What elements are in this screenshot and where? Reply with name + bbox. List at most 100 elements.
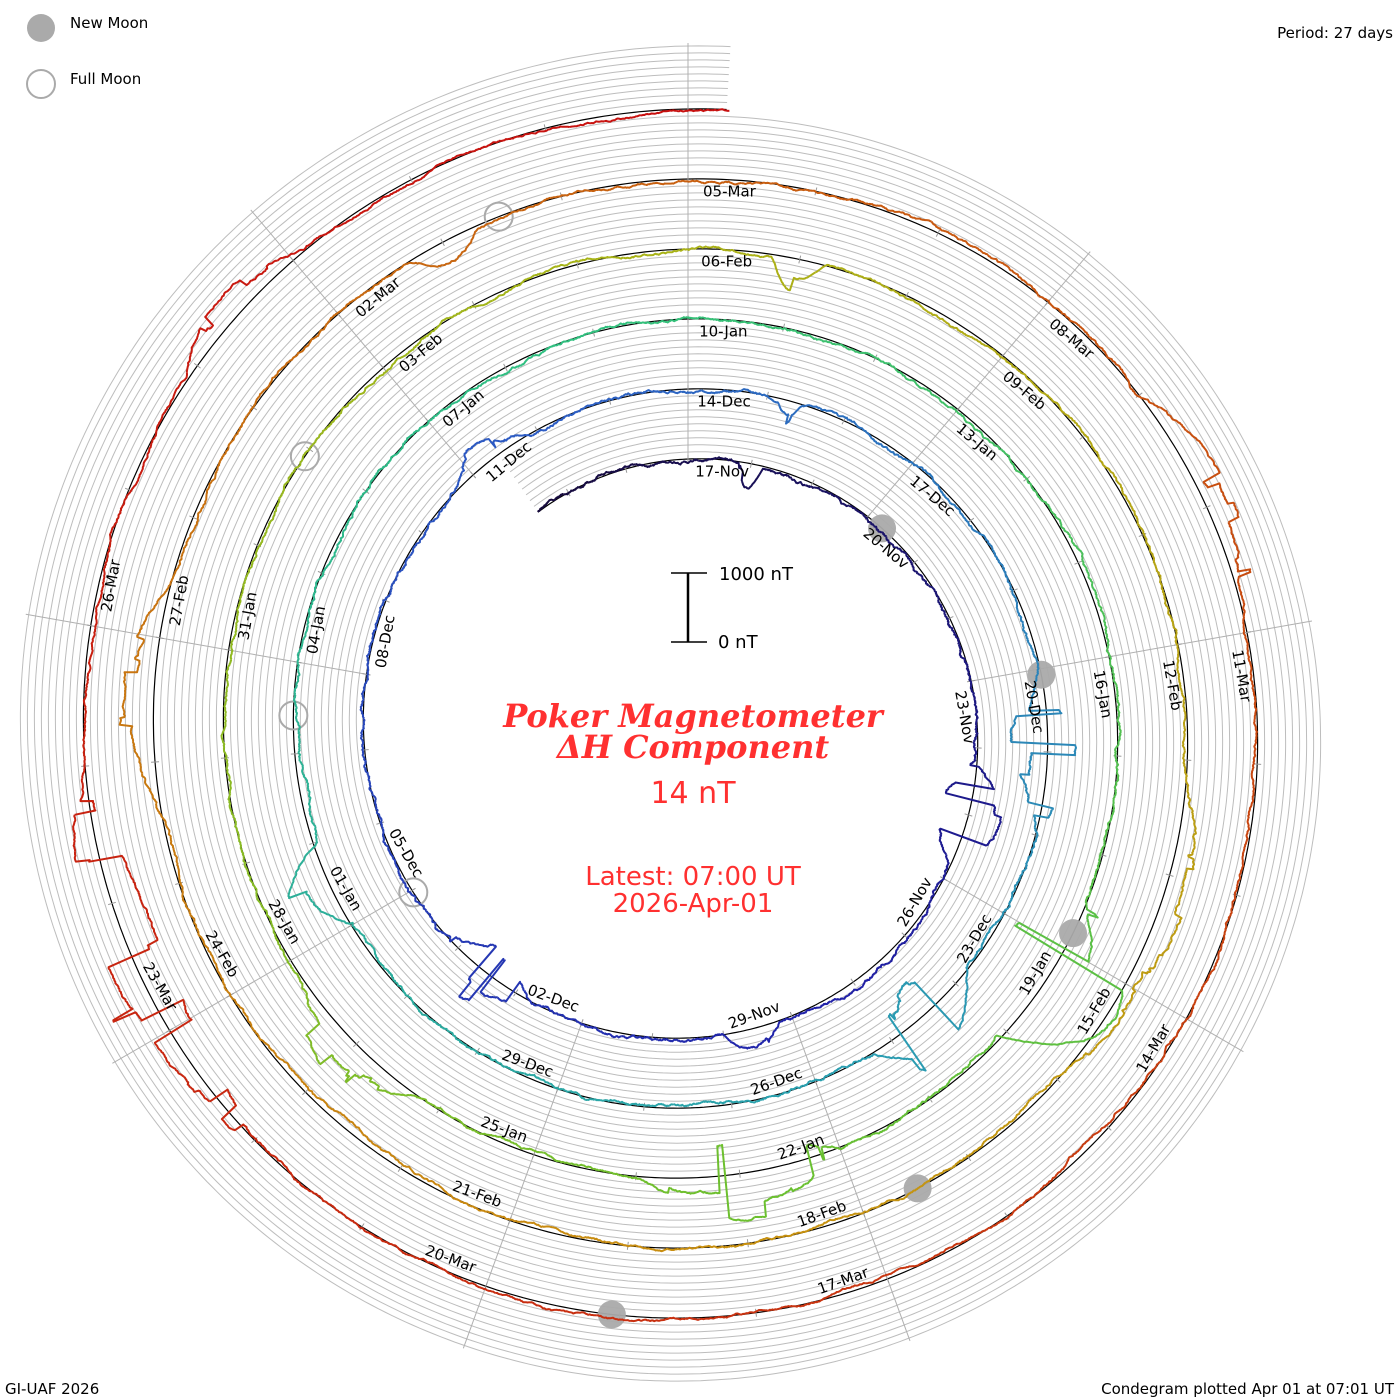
- data-trace-segment: [968, 675, 974, 693]
- data-trace-segment: [427, 1017, 448, 1031]
- data-trace-segment: [458, 944, 505, 1002]
- data-trace-segment: [305, 992, 318, 1019]
- data-trace-segment: [1024, 783, 1054, 811]
- data-trace-segment: [1138, 525, 1152, 553]
- data-trace-segment: [414, 895, 428, 912]
- data-trace-segment: [1088, 1117, 1115, 1141]
- data-trace-segment: [699, 1314, 734, 1321]
- full-moon-marker: [483, 201, 514, 232]
- data-trace-segment: [225, 659, 233, 687]
- data-trace-segment: [496, 980, 525, 1003]
- data-trace-segment: [963, 516, 979, 534]
- data-trace-segment: [993, 817, 1002, 837]
- data-trace-segment: [821, 1143, 849, 1150]
- data-trace-segment: [698, 457, 716, 463]
- data-trace-segment: [1073, 1028, 1106, 1043]
- data-trace-segment: [360, 718, 366, 738]
- day-tick: [155, 636, 164, 640]
- data-trace-segment: [820, 489, 837, 498]
- footer-plotted-time: Condegram plotted Apr 01 at 07:01 UT: [1101, 1380, 1395, 1398]
- data-trace-segment: [585, 325, 609, 336]
- data-trace-segment: [536, 1004, 555, 1014]
- data-trace-segment: [109, 500, 126, 534]
- data-trace-segment: [1159, 406, 1187, 432]
- data-trace-segment: [299, 760, 309, 784]
- day-tick: [193, 362, 201, 369]
- data-trace-segment: [284, 343, 310, 367]
- data-trace-segment: [805, 484, 822, 491]
- data-trace-segment: [1220, 488, 1240, 524]
- data-trace-segment: [783, 271, 817, 292]
- data-trace-segment: [167, 832, 179, 864]
- data-trace-segment: [993, 350, 1018, 370]
- data-trace-segment: [1064, 314, 1091, 338]
- day-tick: [634, 1172, 637, 1181]
- data-trace-segment: [576, 480, 593, 489]
- data-trace-segment: [1005, 452, 1022, 474]
- data-trace-segment: [491, 285, 517, 302]
- data-trace-segment: [1050, 510, 1067, 533]
- date-spoke: [112, 887, 416, 1064]
- data-trace-segment: [528, 1301, 563, 1312]
- data-trace-segment: [618, 1174, 645, 1182]
- data-trace-segment: [359, 698, 365, 719]
- data-trace-segment: [1028, 642, 1039, 663]
- data-trace-segment: [1227, 522, 1240, 555]
- data-trace-segment: [248, 259, 278, 284]
- data-trace-segment: [1236, 851, 1245, 884]
- data-trace-segment: [716, 1099, 739, 1105]
- data-trace-segment: [1065, 530, 1083, 553]
- date-label: 22-Jan: [775, 1130, 827, 1163]
- data-trace-segment: [276, 243, 312, 262]
- data-trace-segment: [291, 852, 310, 885]
- data-trace-segment: [679, 316, 705, 320]
- data-trace-segment: [1113, 772, 1120, 799]
- data-trace-segment: [406, 261, 443, 268]
- day-tick: [643, 1102, 646, 1111]
- data-trace-segment: [873, 525, 888, 538]
- data-trace-segment: [1019, 763, 1032, 785]
- day-tick: [749, 459, 753, 468]
- data-trace-segment: [591, 472, 607, 483]
- data-trace-segment: [118, 708, 135, 742]
- data-trace-segment: [495, 1291, 530, 1304]
- data-trace-segment: [888, 449, 908, 462]
- data-trace-segment: [425, 910, 437, 927]
- data-trace-segment: [720, 1143, 756, 1222]
- data-trace-segment: [193, 921, 210, 950]
- data-trace-segment: [552, 1011, 571, 1021]
- data-trace-segment: [1021, 623, 1030, 644]
- data-trace-segment: [815, 263, 847, 274]
- data-trace-segment: [311, 579, 319, 603]
- data-trace-segment: [428, 507, 444, 524]
- data-trace-segment: [466, 222, 493, 247]
- data-trace-segment: [959, 238, 989, 256]
- data-trace-segment: [265, 504, 279, 530]
- data-trace-segment: [696, 1144, 721, 1195]
- data-trace-segment: [1253, 719, 1258, 754]
- data-trace-segment: [666, 460, 684, 466]
- data-trace-segment: [516, 272, 542, 287]
- date-label: 21-Feb: [450, 1177, 504, 1211]
- data-trace-segment: [1250, 752, 1257, 787]
- data-trace-segment: [380, 588, 393, 607]
- data-trace-segment: [847, 985, 864, 997]
- data-trace-segment: [1063, 1052, 1090, 1074]
- data-trace-segment: [92, 603, 100, 639]
- grid-ring: [75, 101, 1266, 1326]
- data-trace-segment: [339, 517, 352, 540]
- full-moon-icon: [26, 69, 56, 99]
- data-trace-segment: [562, 487, 578, 496]
- data-trace-segment: [643, 1180, 671, 1194]
- data-trace-segment: [844, 345, 870, 355]
- data-trace-segment: [596, 1314, 631, 1322]
- data-trace-segment: [463, 1043, 485, 1056]
- data-trace-segment: [419, 522, 431, 541]
- scale-bottom-label: 0 nT: [718, 632, 759, 653]
- data-trace-segment: [309, 224, 342, 245]
- data-trace-segment: [343, 1067, 373, 1084]
- grid-ring: [33, 59, 1308, 1368]
- data-trace-segment: [155, 803, 171, 833]
- data-trace-segment: [997, 1111, 1021, 1132]
- data-trace-segment: [800, 1293, 834, 1308]
